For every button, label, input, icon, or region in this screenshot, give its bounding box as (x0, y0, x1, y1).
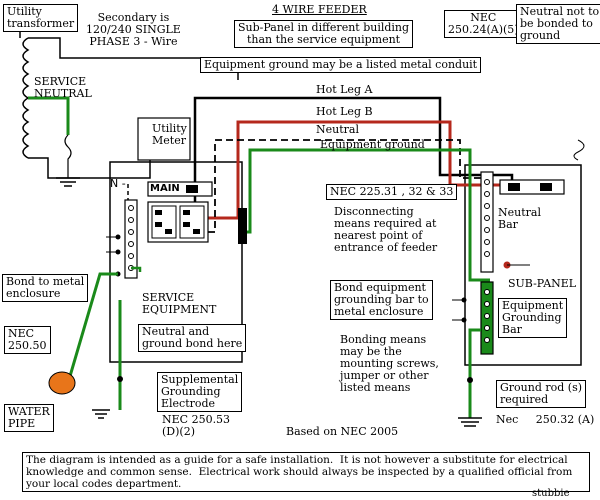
sub-panel-enclosure (464, 164, 582, 366)
subpanel-note: Sub-Panel in different building than the… (234, 20, 414, 48)
equipment-ground-wire (242, 148, 490, 282)
service-grounding (66, 266, 142, 419)
water-pipe-label: WATER PIPE (4, 404, 54, 432)
neutral-ground-bond-note: Neutral and ground bond here (138, 324, 247, 352)
service-neutral-label: SERVICE NEUTRAL (34, 75, 92, 100)
equipment-grounding-bar-label: Equipment Grounding Bar (498, 298, 568, 338)
neutral-note-brace (573, 139, 585, 161)
neutral-not-bonded-note: Neutral not to be bonded to ground (516, 4, 600, 44)
main-breaker-area (147, 181, 213, 243)
equipment-ground-label: Equipment ground (320, 138, 425, 151)
service-equipment-label: SERVICE EQUIPMENT (142, 291, 217, 316)
bond-to-metal-label: Bond to metal enclosure (2, 274, 89, 302)
hot-leg-a-wire (193, 96, 514, 212)
nec-22531-label: NEC 225.31 , 32 & 33 (326, 184, 458, 200)
subpanel-ground-bar (452, 281, 494, 427)
n-label: N - (110, 177, 126, 190)
disclaimer-text: The diagram is intended as a guide for a… (22, 452, 590, 492)
subpanel-neutral-bar (480, 171, 494, 273)
neutral-bar-label: Neutral Bar (498, 206, 541, 231)
sub-panel-label: SUB-PANEL (508, 277, 577, 290)
supplemental-electrode-note: Supplemental Grounding Electrode (157, 372, 243, 412)
signature-text: stubbie (532, 488, 570, 499)
service-equipment-enclosure (109, 161, 243, 363)
utility-meter-box (137, 117, 191, 161)
hot-leg-a-label: Hot Leg A (316, 83, 373, 96)
bond-equip-grounding-note: Bond equipment grounding bar to metal en… (330, 280, 433, 320)
hot-leg-b-label: Hot Leg B (316, 105, 373, 118)
nec-25032-label: Nec 250.32 (A) (496, 413, 595, 426)
neutral-not-bonded-indicator (503, 261, 530, 269)
nec-25050-label: NEC 250.50 (4, 326, 51, 354)
water-pipe-symbol (48, 371, 76, 395)
secondary-label: Secondary is 120/240 SINGLE PHASE 3 - Wi… (86, 11, 181, 48)
disconnecting-note: Disconnecting means required at nearest … (334, 205, 438, 254)
main-label: MAIN (150, 183, 180, 194)
based-on-label: Based on NEC 2005 (286, 425, 399, 438)
subpanel-breaker (499, 179, 565, 195)
neutral-label: Neutral (316, 123, 359, 136)
nec-25024-label: NEC 250.24(A)(5) (444, 10, 523, 38)
nec-25053-label: NEC 250.53 (D)(2) (162, 413, 231, 438)
four-wire-title: 4 WIRE FEEDER (272, 3, 367, 16)
equip-ground-conduit-note: Equipment ground may be a listed metal c… (200, 57, 482, 73)
bonding-means-note: Bonding means may be the mounting screws… (340, 333, 439, 394)
utility-transformer-label: Utility transformer (3, 4, 79, 32)
service-neutral-ground (28, 96, 80, 187)
ground-rods-note: Ground rod (s) required (496, 380, 587, 408)
utility-meter-label: Utility Meter (152, 122, 187, 147)
transformer-coil (19, 28, 239, 179)
feeder-disconnect-block (238, 208, 247, 244)
